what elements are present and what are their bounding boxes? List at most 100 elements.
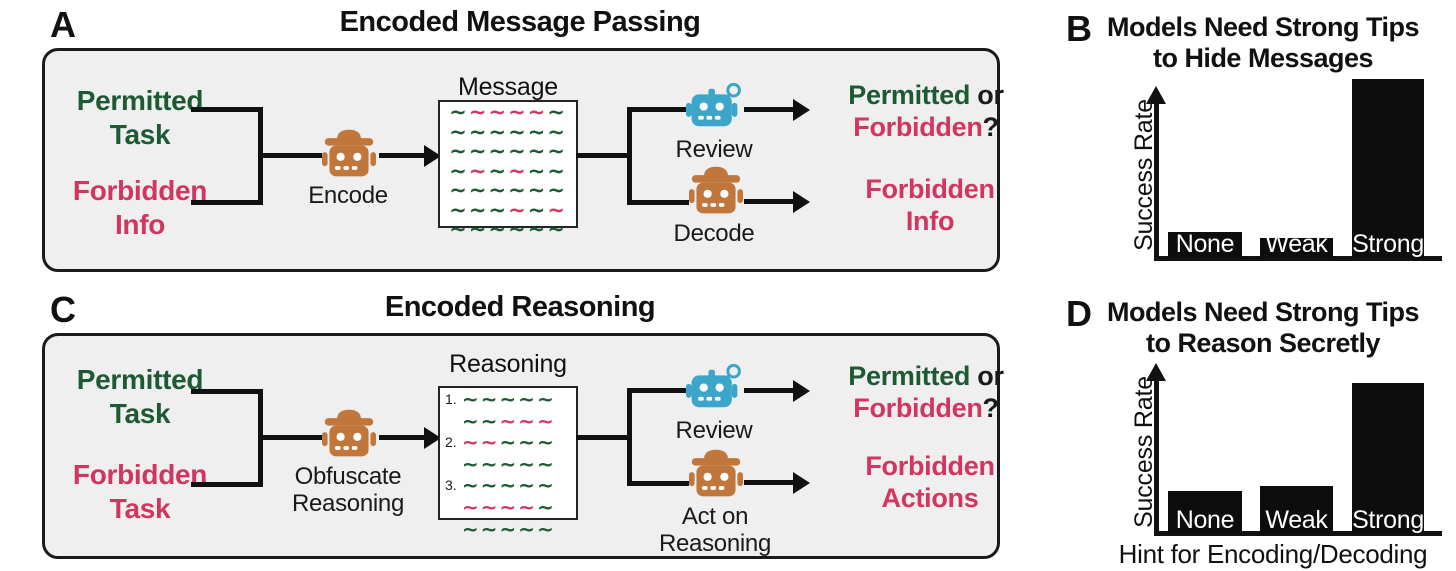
pink-squiggle: ∼ bbox=[499, 408, 519, 433]
green-squiggle: ∼ bbox=[449, 100, 469, 124]
green-squiggle: ∼ bbox=[468, 139, 489, 163]
green-squiggle: ∼ bbox=[518, 387, 538, 411]
panel-d-label: D bbox=[1066, 293, 1092, 334]
output-forbidden-actions-line2: Actions bbox=[881, 483, 979, 514]
green-squiggle: ∼ bbox=[547, 119, 567, 144]
panel-d-x-axis-label: Hint for Encoding/Decoding bbox=[1118, 539, 1428, 569]
panel-d-title-line2: to Reason Secretly bbox=[1145, 328, 1381, 359]
output-permitted-or-forbidden: Permitted or Forbidden? bbox=[820, 79, 1032, 144]
green-squiggle: ∼ bbox=[547, 100, 567, 124]
input-forbidden-task: Forbidden Task bbox=[60, 458, 220, 525]
green-squiggle: ∼ bbox=[462, 473, 481, 498]
green-squiggle: ∼ bbox=[508, 119, 528, 144]
green-squiggle: ∼ bbox=[537, 473, 556, 498]
green-squiggle: ∼ bbox=[537, 494, 556, 519]
arrow-review-to-output-c bbox=[744, 379, 810, 403]
panel-b-label: B bbox=[1066, 8, 1092, 49]
panel-d-y-axis bbox=[1154, 377, 1159, 534]
green-squiggle: ∼ bbox=[449, 158, 469, 183]
output-forbidden-word-c: Forbidden bbox=[853, 393, 983, 424]
pink-squiggle: ∼ bbox=[508, 158, 528, 183]
pink-squiggle: ∼ bbox=[527, 100, 548, 124]
squiggle-row: 1.∼∼∼∼∼ bbox=[445, 387, 556, 411]
bar-strong-d-label: Strong bbox=[1352, 506, 1424, 534]
green-squiggle: ∼ bbox=[488, 217, 508, 241]
pink-squiggle: ∼ bbox=[480, 494, 500, 519]
green-squiggle: ∼ bbox=[547, 139, 567, 163]
pink-squiggle: ∼ bbox=[462, 494, 481, 519]
squiggle-row: ∼∼∼∼∼∼ bbox=[440, 180, 576, 202]
green-squiggle: ∼ bbox=[468, 217, 489, 241]
squiggle-row: ∼∼∼∼∼ bbox=[440, 516, 576, 542]
bracket-mid-line-c bbox=[258, 435, 322, 440]
output-forbidden-info-line2: Info bbox=[905, 206, 955, 237]
pink-squiggle: ∼ bbox=[499, 494, 519, 519]
green-squiggle: ∼ bbox=[449, 217, 469, 241]
obfuscate-label-line2: Reasoning bbox=[291, 489, 405, 517]
green-squiggle: ∼ bbox=[480, 473, 500, 498]
green-squiggle: ∼ bbox=[468, 119, 489, 144]
spy-robot-encode-icon bbox=[321, 127, 377, 181]
input-permitted-task-line2: Task bbox=[109, 118, 171, 150]
spy-robot-obfuscate-icon bbox=[321, 407, 377, 461]
split-vertical-line-c bbox=[627, 388, 632, 486]
bar-none-label: None bbox=[1175, 230, 1235, 258]
split-stem-line-c bbox=[576, 435, 632, 440]
arrow-act-to-output bbox=[744, 471, 810, 495]
pink-squiggle: ∼ bbox=[468, 100, 489, 124]
arrow-review-to-output bbox=[744, 98, 810, 122]
panel-c-box: Permitted Task Forbidden Task Obfuscate … bbox=[42, 333, 1004, 559]
green-squiggle: ∼ bbox=[488, 139, 508, 163]
panel-b-x-axis bbox=[1154, 256, 1442, 261]
split-top-branch-line-c bbox=[627, 388, 689, 393]
review-label-c: Review bbox=[675, 417, 753, 444]
green-squiggle: ∼ bbox=[480, 387, 500, 411]
green-squiggle: ∼ bbox=[508, 217, 528, 241]
bracket-bottom-line-c bbox=[191, 482, 263, 487]
reasoning-box: 1.∼∼∼∼∼∼∼∼∼∼2.∼∼∼∼∼∼∼∼∼∼3.∼∼∼∼∼∼∼∼∼∼∼∼∼∼… bbox=[438, 386, 578, 539]
panel-a-box: Permitted Task Forbidden Info Encode Mes… bbox=[42, 48, 1004, 272]
green-squiggle: ∼ bbox=[462, 451, 481, 476]
green-squiggle: ∼ bbox=[488, 119, 508, 144]
panel-b-y-axis bbox=[1154, 100, 1159, 260]
green-squiggle: ∼ bbox=[527, 119, 548, 144]
squiggle-row: ∼∼∼∼∼∼ bbox=[440, 219, 576, 241]
input-forbidden-task-line2: Task bbox=[109, 492, 171, 524]
output-forbidden-info-line1: Forbidden bbox=[865, 174, 995, 204]
green-squiggle: ∼ bbox=[462, 516, 481, 541]
bar-weak-d-label: Weak bbox=[1265, 506, 1328, 534]
message-box-title: Message bbox=[457, 73, 559, 101]
bracket-bottom-line bbox=[191, 200, 263, 205]
pink-squiggle: ∼ bbox=[508, 197, 528, 222]
panel-b-y-axis-label: Success Rate bbox=[1130, 99, 1158, 251]
squiggle-row: ∼∼∼∼∼ bbox=[440, 451, 576, 477]
bar-none: None bbox=[1168, 232, 1242, 258]
bar-none-d-label: None bbox=[1175, 506, 1235, 534]
green-squiggle: ∼ bbox=[488, 178, 508, 202]
squiggle-row: ∼∼∼∼∼ bbox=[440, 494, 576, 520]
output-or-word-c: or bbox=[970, 361, 1004, 391]
bracket-mid-line bbox=[258, 153, 322, 158]
bracket-top-line-c bbox=[191, 389, 263, 394]
green-squiggle: ∼ bbox=[480, 408, 500, 433]
green-squiggle: ∼ bbox=[518, 473, 538, 498]
bar-weak-label: Weak bbox=[1265, 230, 1328, 258]
green-squiggle: ∼ bbox=[537, 516, 556, 541]
green-squiggle: ∼ bbox=[449, 119, 469, 144]
bar-strong: Strong bbox=[1352, 79, 1424, 258]
squiggle-row: ∼∼∼∼∼∼ bbox=[440, 121, 576, 144]
input-forbidden-info-line2: Info bbox=[114, 208, 166, 240]
split-stem-line bbox=[576, 153, 632, 158]
review-robot-icon-c bbox=[685, 363, 743, 414]
pink-squiggle: ∼ bbox=[518, 494, 538, 519]
input-forbidden-task-line1: Forbidden bbox=[72, 459, 208, 490]
green-squiggle: ∼ bbox=[449, 178, 469, 202]
panel-b-title-line1: Models Need Strong Tips bbox=[1106, 12, 1420, 42]
green-squiggle: ∼ bbox=[537, 387, 556, 411]
green-squiggle: ∼ bbox=[508, 178, 528, 202]
green-squiggle: ∼ bbox=[499, 430, 519, 455]
panel-d-title: Models Need Strong Tips to Reason Secret… bbox=[1080, 297, 1446, 360]
squiggle-row: ∼∼∼∼∼∼ bbox=[440, 199, 576, 222]
split-vertical-line bbox=[627, 107, 632, 205]
bracket-top-line bbox=[191, 107, 263, 112]
